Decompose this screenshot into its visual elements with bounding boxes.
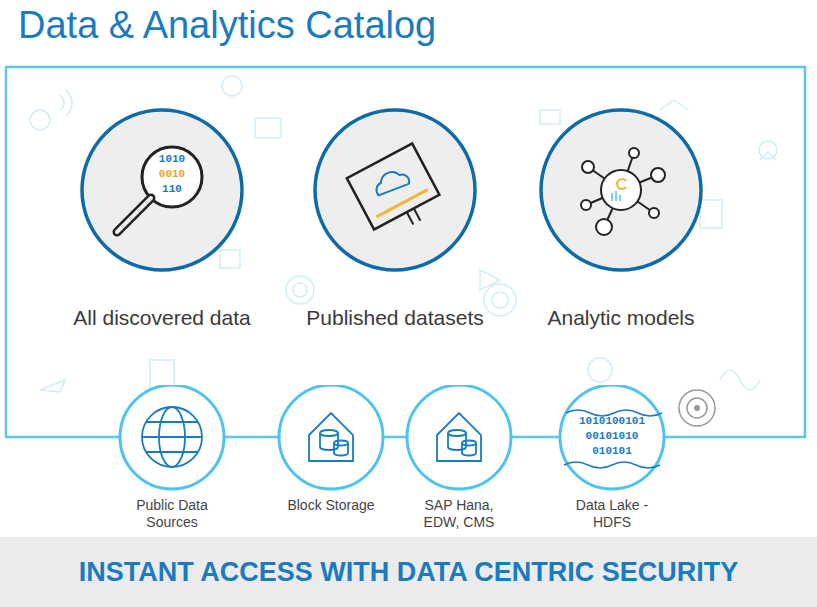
- node-label: Analytic models: [526, 305, 716, 331]
- binary-digits: 110: [157, 183, 187, 196]
- node-label: Block Storage: [279, 497, 383, 514]
- node-label: Public Data Sources: [120, 497, 224, 531]
- source-circle: Data Lake - HDFS 1010100101 00101010 010101: [542, 385, 682, 535]
- band-text: INSTANT ACCESS WITH DATA CENTRIC SECURIT…: [79, 557, 738, 588]
- binary-digits: 010101: [560, 445, 664, 458]
- binary-digits: 1010100101: [560, 415, 664, 428]
- node-label: All discovered data: [67, 305, 257, 331]
- datasets-circle: Published datasets: [300, 105, 490, 355]
- source-circle: Public Data Sources: [102, 385, 242, 535]
- source-circle: SAP Hana, EDW, CMS: [389, 385, 529, 535]
- binary-digits: 00101010: [560, 430, 664, 443]
- catalog-border: [6, 67, 805, 437]
- security-band: INSTANT ACCESS WITH DATA CENTRIC SECURIT…: [0, 537, 817, 607]
- node-label: Published datasets: [300, 305, 490, 331]
- binary-digits: 0010: [157, 168, 187, 181]
- binary-digits: 1010: [157, 153, 187, 166]
- node-label: Data Lake - HDFS: [560, 497, 664, 531]
- node-label: SAP Hana, EDW, CMS: [407, 497, 511, 531]
- page-title: Data & Analytics Catalog: [18, 4, 436, 47]
- discovered-data-circle: All discovered data 1010 0010 110: [67, 105, 257, 355]
- models-circle: Analytic models: [526, 105, 716, 355]
- source-circle: Block Storage: [261, 385, 401, 535]
